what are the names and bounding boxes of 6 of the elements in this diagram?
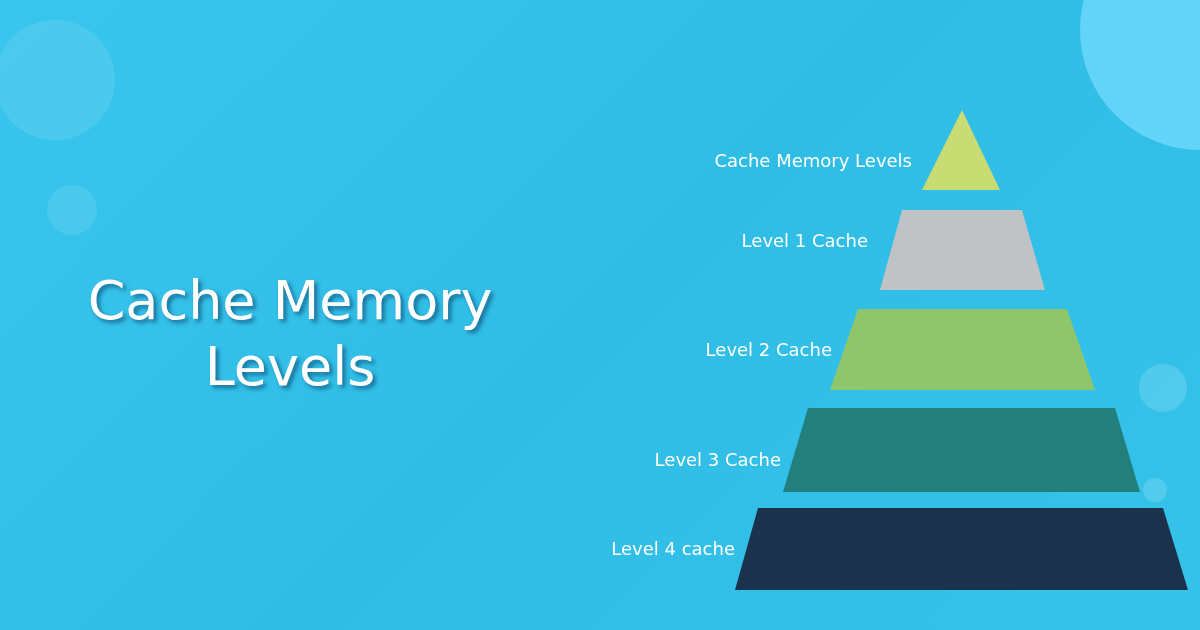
layer-label: Level 1 Cache (741, 229, 868, 251)
layer-label: Level 3 Cache (654, 448, 781, 470)
layer-label: Level 2 Cache (705, 338, 832, 360)
layer-label: Cache Memory Levels (714, 149, 912, 171)
layer-label: Level 4 cache (611, 537, 735, 559)
title: Cache Memory Levels (86, 268, 494, 400)
